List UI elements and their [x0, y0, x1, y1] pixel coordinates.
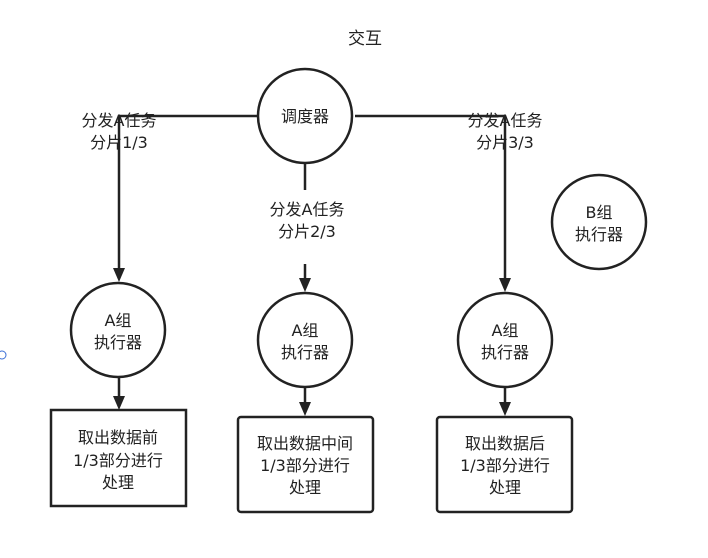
svg-text:处理: 处理	[489, 478, 521, 497]
svg-text:取出数据前: 取出数据前	[78, 428, 158, 447]
svg-text:处理: 处理	[102, 473, 134, 492]
svg-text:取出数据中间: 取出数据中间	[257, 434, 353, 453]
scheduler-node[interactable]: 调度器	[256, 67, 354, 165]
task-box-2[interactable]: 取出数据中间 1/3部分进行 处理	[236, 415, 375, 514]
svg-text:1/3部分进行: 1/3部分进行	[73, 451, 163, 470]
executor-a-node-2[interactable]: A组 执行器	[256, 291, 354, 389]
svg-text:A组: A组	[492, 321, 519, 340]
svg-text:处理: 处理	[289, 478, 321, 497]
arrowhead-dispatch-2	[299, 278, 311, 292]
svg-text:A组: A组	[105, 311, 132, 330]
task-box-3[interactable]: 取出数据后 1/3部分进行 处理	[435, 415, 574, 514]
svg-text:分片2/3: 分片2/3	[278, 222, 336, 241]
scheduler-label: 调度器	[281, 107, 329, 126]
diagram-title: 交互	[348, 29, 382, 49]
arrowhead-exec-1	[113, 396, 125, 410]
executor-a-node-1[interactable]: A组 执行器	[69, 281, 167, 379]
executor-b-node[interactable]: B组 执行器	[550, 173, 648, 271]
svg-text:分片1/3: 分片1/3	[90, 133, 148, 152]
svg-text:B组: B组	[586, 203, 613, 222]
svg-text:分片3/3: 分片3/3	[476, 133, 534, 152]
svg-text:执行器: 执行器	[575, 225, 623, 244]
svg-text:分发A任务: 分发A任务	[82, 111, 157, 130]
svg-text:执行器: 执行器	[281, 343, 329, 362]
arrowhead-dispatch-3	[499, 278, 511, 292]
svg-text:1/3部分进行: 1/3部分进行	[260, 456, 350, 475]
svg-text:执行器: 执行器	[481, 343, 529, 362]
svg-text:1/3部分进行: 1/3部分进行	[460, 456, 550, 475]
task-box-1[interactable]: 取出数据前 1/3部分进行 处理	[49, 408, 188, 508]
svg-text:分发A任务: 分发A任务	[270, 200, 345, 219]
svg-text:执行器: 执行器	[94, 333, 142, 352]
dispatch-label-2: 分发A任务 分片2/3	[270, 200, 345, 241]
arrowhead-dispatch-1	[113, 268, 125, 282]
svg-text:取出数据后: 取出数据后	[465, 434, 545, 453]
arrowhead-exec-2	[299, 402, 311, 416]
svg-text:A组: A组	[292, 321, 319, 340]
arrowhead-exec-3	[499, 402, 511, 416]
svg-text:分发A任务: 分发A任务	[468, 111, 543, 130]
dispatch-label-1: 分发A任务 分片1/3	[82, 111, 157, 152]
executor-a-node-3[interactable]: A组 执行器	[456, 291, 554, 389]
connection-handle[interactable]	[0, 350, 7, 360]
dispatch-label-3: 分发A任务 分片3/3	[468, 111, 543, 152]
